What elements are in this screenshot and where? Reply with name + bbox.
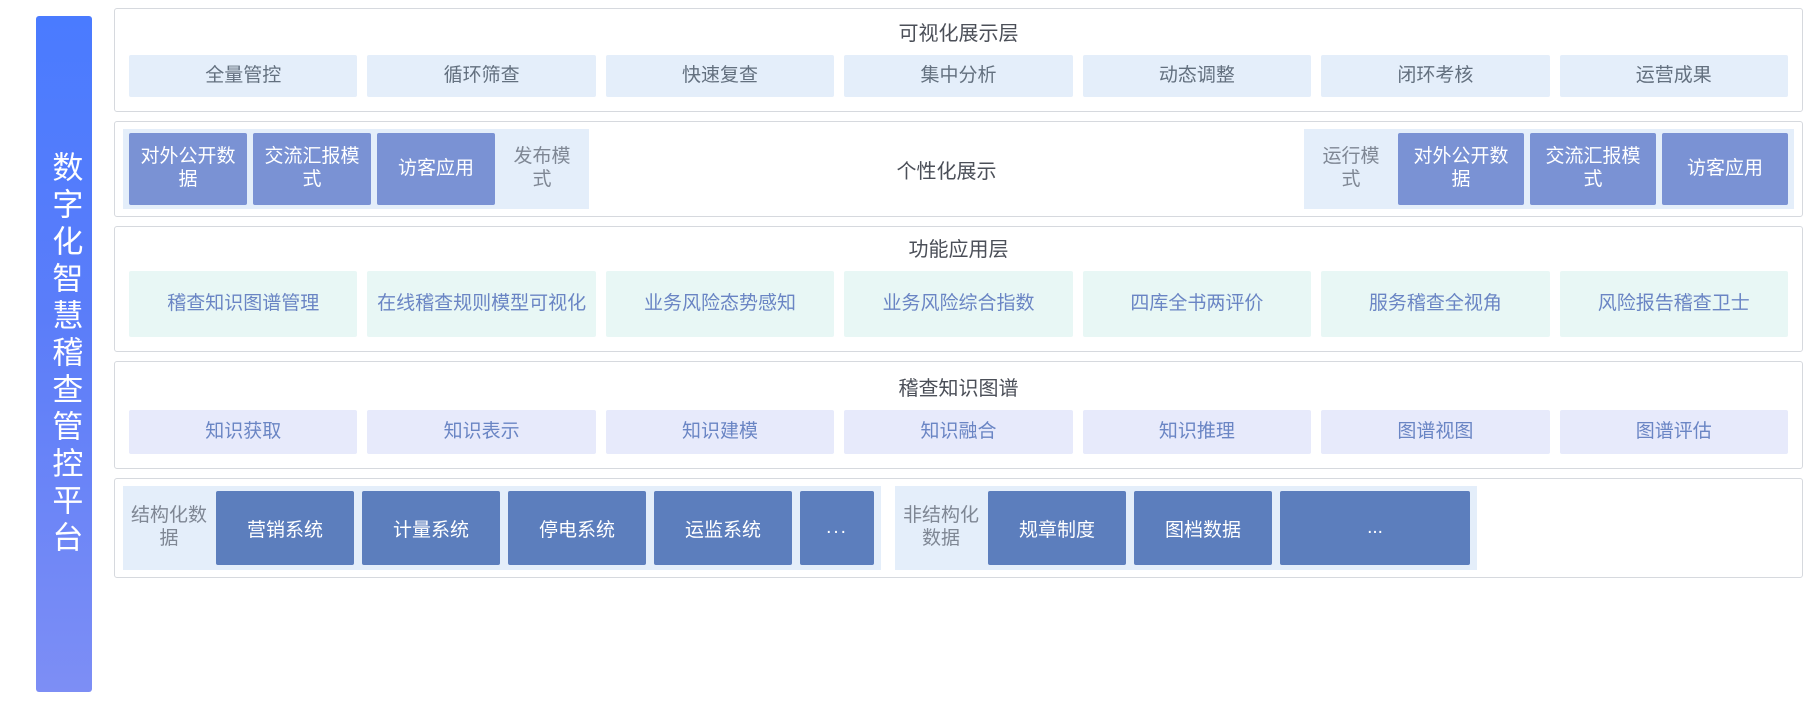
layer-visualization: 可视化展示层 全量管控 循环筛查 快速复查 集中分析 动态调整 闭环考核 运营成… [114, 8, 1803, 112]
chip-item[interactable]: 图谱评估 [1559, 410, 1788, 454]
mode-chip[interactable]: 对外公开数据 [1398, 133, 1524, 205]
layer-data-sources: 结构化数据 营销系统 计量系统 停电系统 运监系统 ... 非结构化数据 规章制… [114, 478, 1803, 578]
structured-data-label: 结构化数据 [130, 505, 207, 549]
chip-item[interactable]: 业务风险综合指数 [844, 271, 1073, 337]
chip-item[interactable]: 稽查知识图谱管理 [129, 271, 358, 337]
data-source-chip[interactable]: 计量系统 [362, 491, 500, 565]
layer-visualization-chips: 全量管控 循环筛查 快速复查 集中分析 动态调整 闭环考核 运营成果 [115, 55, 1802, 111]
layer-stack: 可视化展示层 全量管控 循环筛查 快速复查 集中分析 动态调整 闭环考核 运营成… [114, 8, 1803, 700]
data-source-more-chip[interactable]: ... [1280, 491, 1470, 565]
layer-knowledge-graph: 稽查知识图谱 知识获取 知识表示 知识建模 知识融合 知识推理 图谱视图 图谱评… [114, 361, 1803, 469]
mode-chip[interactable]: 运行模式 [1322, 146, 1380, 190]
personalized-display-label: 个性化展示 [589, 129, 1304, 209]
chip-item[interactable]: 知识推理 [1082, 410, 1312, 454]
chip-item[interactable]: 服务稽查全视角 [1321, 271, 1550, 337]
data-source-chip[interactable]: 图档数据 [1134, 491, 1272, 565]
mode-group-left: 对外公开数据 交流汇报模式 访客应用 发布模式 [123, 129, 589, 209]
platform-banner: 数字化智慧稽查管控平台 [36, 16, 92, 692]
chip-item[interactable]: 知识建模 [605, 410, 835, 454]
data-group-unstructured: 非结构化数据 规章制度 图档数据 ... [895, 486, 1477, 570]
mode-chip[interactable]: 交流汇报模式 [253, 133, 371, 205]
mode-group-right: 运行模式 对外公开数据 交流汇报模式 访客应用 [1304, 129, 1794, 209]
chip-item[interactable]: 在线稽查规则模型可视化 [367, 271, 596, 337]
data-source-chip[interactable]: 停电系统 [508, 491, 646, 565]
chip-item[interactable]: 四库全书两评价 [1082, 271, 1312, 337]
mode-chip[interactable]: 发布模式 [513, 146, 571, 190]
chip-item[interactable]: 全量管控 [129, 55, 358, 97]
chip-item[interactable]: 业务风险态势感知 [605, 271, 835, 337]
chip-item[interactable]: 集中分析 [844, 55, 1073, 97]
chip-item[interactable]: 运营成果 [1559, 55, 1788, 97]
unstructured-data-label: 非结构化数据 [902, 505, 979, 549]
chip-item[interactable]: 闭环考核 [1321, 55, 1550, 97]
mode-chip[interactable]: 访客应用 [377, 133, 495, 205]
chip-item[interactable]: 图谱视图 [1321, 410, 1550, 454]
data-source-more-chip[interactable]: ... [800, 491, 874, 565]
data-source-chip[interactable]: 规章制度 [988, 491, 1126, 565]
chip-item[interactable]: 知识获取 [129, 410, 358, 454]
chip-item[interactable]: 风险报告稽查卫士 [1559, 271, 1788, 337]
chip-item[interactable]: 知识融合 [844, 410, 1073, 454]
layer-personalized-display: 对外公开数据 交流汇报模式 访客应用 发布模式 个性化展示 运行模式 对外公开数… [114, 121, 1803, 217]
mode-chip[interactable]: 交流汇报模式 [1530, 133, 1656, 205]
layer-functional-chips: 稽查知识图谱管理 在线稽查规则模型可视化 业务风险态势感知 业务风险综合指数 四… [115, 271, 1802, 351]
data-group-structured: 结构化数据 营销系统 计量系统 停电系统 运监系统 ... [123, 486, 881, 570]
layer-knowledge-graph-title: 稽查知识图谱 [898, 378, 1019, 400]
data-source-chip[interactable]: 营销系统 [216, 491, 354, 565]
mode-chip[interactable]: 访客应用 [1662, 133, 1788, 205]
layer-functional-title: 功能应用层 [908, 239, 1009, 261]
layer-knowledge-graph-chips: 知识获取 知识表示 知识建模 知识融合 知识推理 图谱视图 图谱评估 [115, 410, 1802, 468]
platform-title: 数字化智慧稽查管控平台 [47, 150, 83, 558]
chip-item[interactable]: 动态调整 [1082, 55, 1312, 97]
layer-visualization-title: 可视化展示层 [898, 23, 1019, 45]
chip-item[interactable]: 知识表示 [367, 410, 596, 454]
data-row-spacer [1491, 486, 1794, 570]
chip-item[interactable]: 循环筛查 [367, 55, 596, 97]
chip-item[interactable]: 快速复查 [605, 55, 835, 97]
data-source-chip[interactable]: 运监系统 [654, 491, 792, 565]
mode-chip[interactable]: 对外公开数据 [129, 133, 247, 205]
layer-functional-application: 功能应用层 稽查知识图谱管理 在线稽查规则模型可视化 业务风险态势感知 业务风险… [114, 226, 1803, 352]
